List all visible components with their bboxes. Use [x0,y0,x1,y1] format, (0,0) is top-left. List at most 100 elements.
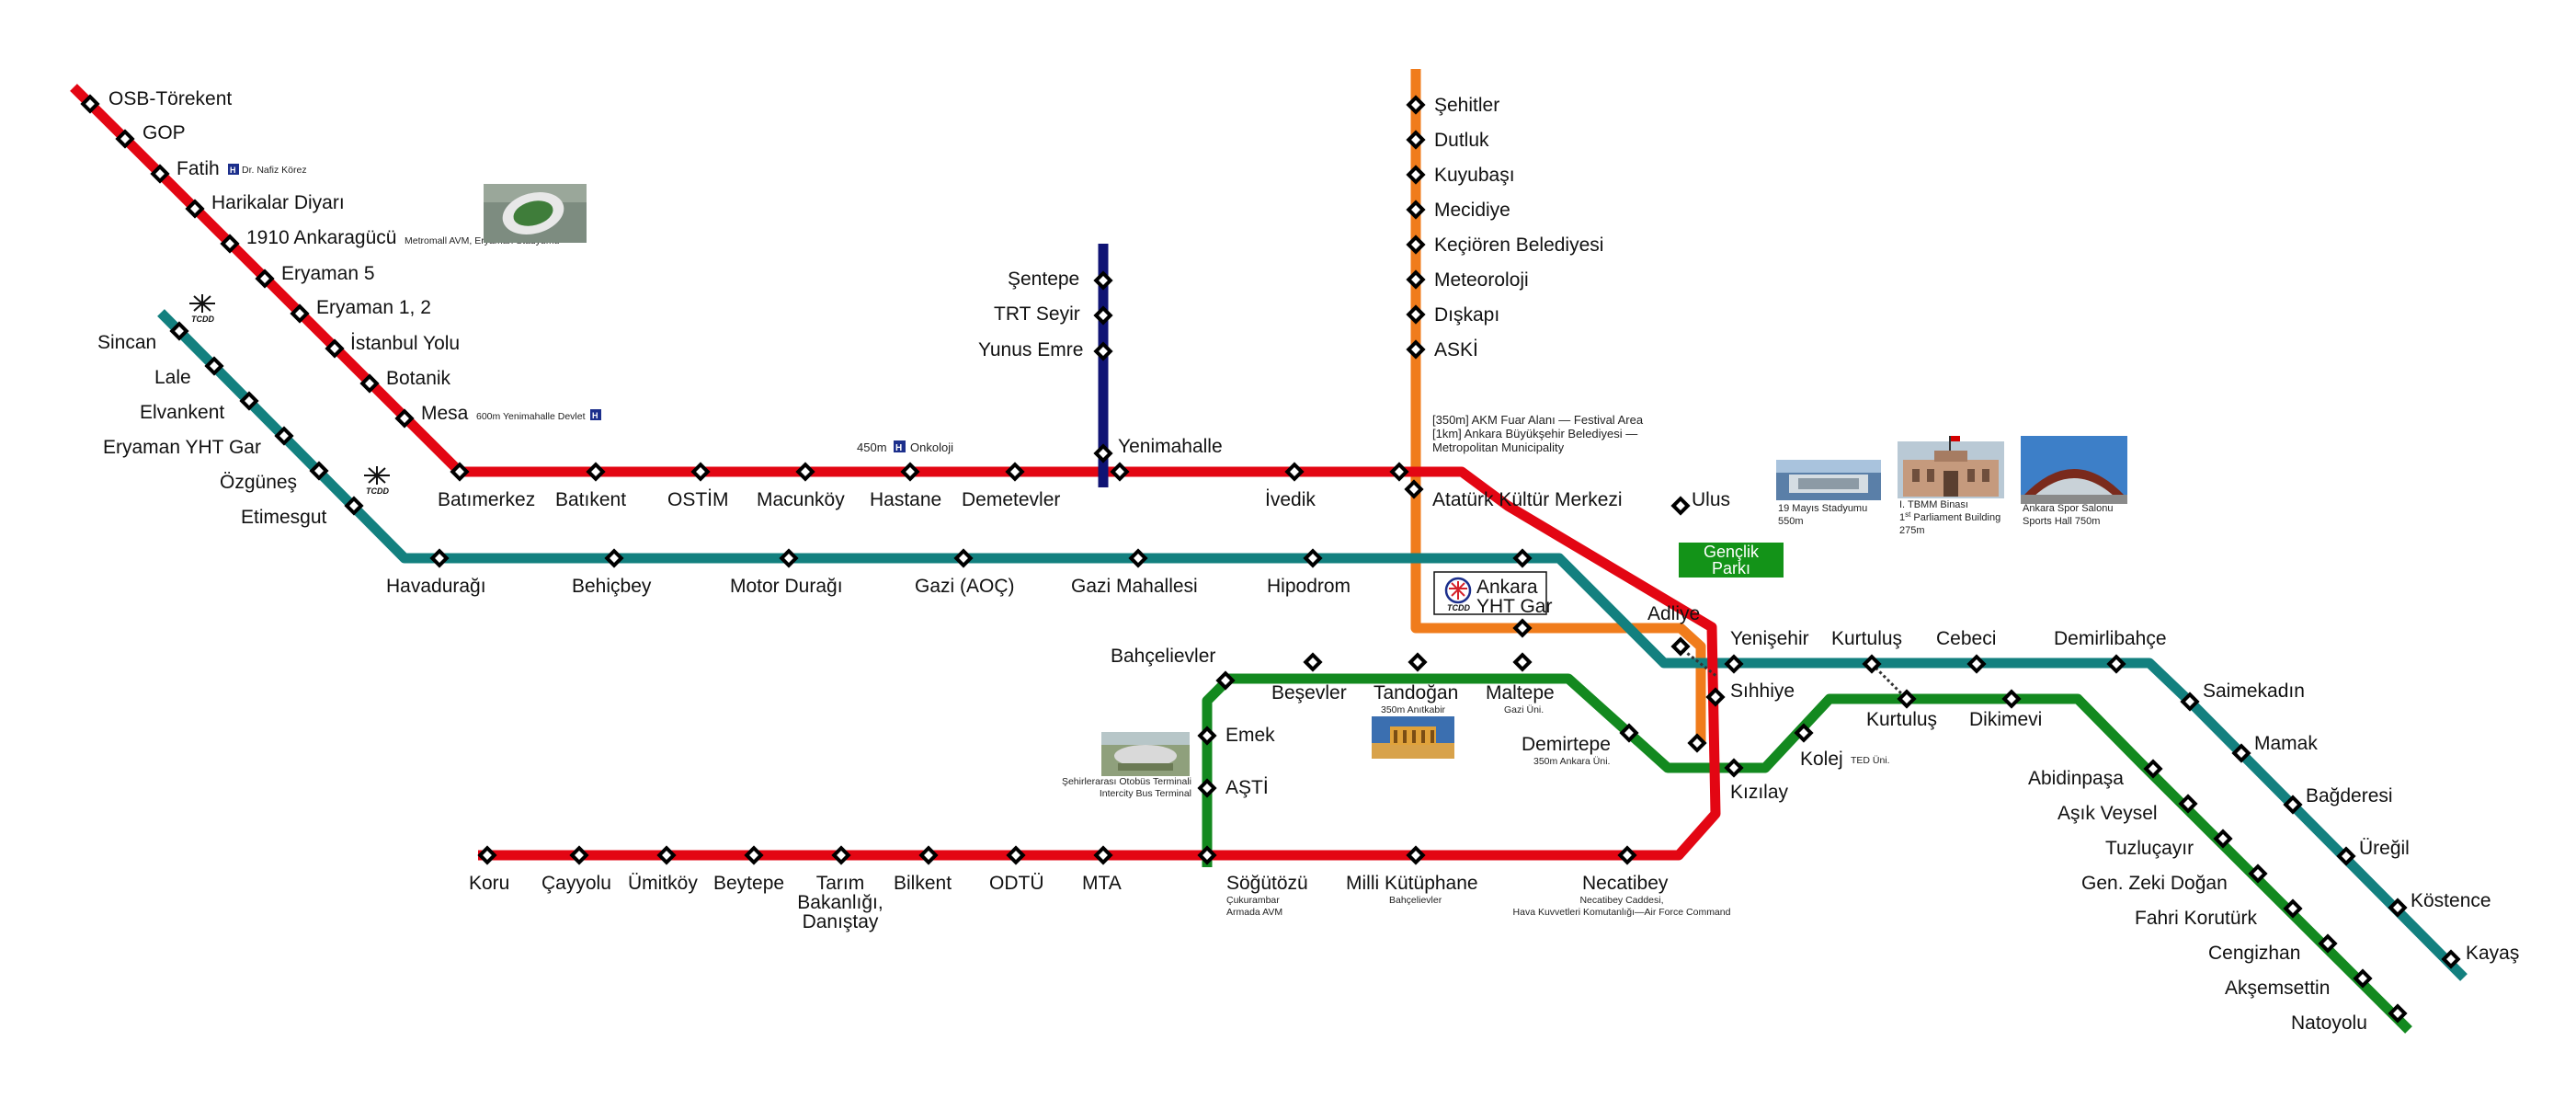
label-motor[interactable]: Motor Durağı [730,576,843,597]
label-demirtepe[interactable]: Demirtepe [1522,734,1611,755]
label-yht-1[interactable]: Ankara [1476,577,1538,598]
station-marker[interactable] [1862,654,1882,674]
label-mamak[interactable]: Mamak [2254,733,2318,754]
station-marker[interactable] [1404,479,1424,499]
label-sincan[interactable]: Sincan [97,332,156,353]
station-marker[interactable] [115,129,135,149]
station-marker[interactable] [255,269,275,289]
station-marker[interactable] [1406,234,1426,255]
label-havaduragi[interactable]: Havadurağı [386,576,486,597]
label-kuyubasi[interactable]: Kuyubaşı [1434,165,1515,186]
label-kolej[interactable]: Kolej [1800,749,1843,770]
label-hastane[interactable]: Hastane [870,489,941,510]
station-marker[interactable] [2180,692,2200,712]
station-marker[interactable] [1705,687,1726,707]
station-marker[interactable] [477,845,497,865]
label-besevler[interactable]: Beşevler [1271,682,1347,703]
label-demetevler[interactable]: Demetevler [962,489,1060,510]
station-marker[interactable] [1406,304,1426,325]
station-marker[interactable] [1303,548,1323,568]
label-sentepe[interactable]: Şentepe [1008,269,1079,290]
label-yht-2[interactable]: YHT Gar [1476,596,1552,617]
station-marker[interactable] [1512,652,1533,672]
label-batimerkez[interactable]: Batımerkez [438,489,535,510]
label-yenisehir[interactable]: Yenişehir [1730,628,1809,649]
station-marker[interactable] [1110,462,1130,482]
label-zeki[interactable]: Gen. Zeki Doğan [2081,873,2228,894]
station-marker[interactable] [586,462,606,482]
label-gazi-mah[interactable]: Gazi Mahallesi [1071,576,1198,597]
label-tuzlucayir[interactable]: Tuzluçayır [2105,838,2194,859]
label-behicbey[interactable]: Behiçbey [572,576,652,597]
label-aski[interactable]: ASKİ [1434,339,1478,360]
station-marker[interactable] [1005,462,1025,482]
label-osb[interactable]: OSB-Törekent [108,88,232,109]
station-marker[interactable] [1128,548,1148,568]
station-marker[interactable] [1897,689,1917,709]
station-marker[interactable] [690,462,711,482]
station-marker[interactable] [169,321,189,341]
station-marker[interactable] [1617,845,1637,865]
label-kostence[interactable]: Köstence [2411,890,2491,911]
label-cengizhan[interactable]: Cengizhan [2208,943,2300,964]
station-marker[interactable] [2283,898,2303,919]
label-tandogan[interactable]: Tandoğan [1373,682,1458,703]
station-marker[interactable] [290,303,310,324]
station-marker[interactable] [2143,759,2163,779]
station-marker[interactable] [2001,689,2022,709]
station-marker[interactable] [1215,670,1236,691]
label-beytepe[interactable]: Beytepe [713,873,784,894]
label-macunkoy[interactable]: Macunköy [757,489,845,510]
station-marker[interactable] [2213,829,2233,849]
station-marker[interactable] [220,234,240,254]
label-kizilay[interactable]: Kızılay [1730,782,1789,803]
station-marker[interactable] [1724,758,1744,778]
station-marker[interactable] [185,199,205,219]
station-marker[interactable] [953,548,974,568]
label-mesa[interactable]: Mesa [421,403,469,424]
label-diskapi[interactable]: Dışkapı [1434,304,1499,326]
label-milli[interactable]: Milli Kütüphane [1346,873,1478,894]
station-marker[interactable] [2388,898,2408,918]
station-marker[interactable] [325,338,345,359]
label-etimesgut[interactable]: Etimesgut [241,507,327,528]
station-marker[interactable] [309,461,329,481]
station-marker[interactable] [1406,165,1426,185]
label-botanik[interactable]: Botanik [386,368,451,389]
station-marker[interactable] [1093,305,1113,326]
label-saimekadin[interactable]: Saimekadın [2203,681,2305,702]
label-fahri[interactable]: Fahri Korutürk [2135,908,2258,929]
station-marker[interactable] [2336,846,2356,866]
label-asik[interactable]: Aşık Veysel [2057,803,2158,824]
label-uregil[interactable]: Üreğil [2359,838,2410,859]
station-marker[interactable] [1512,618,1533,638]
station-marker[interactable] [656,845,677,865]
label-sehitler[interactable]: Şehitler [1434,95,1499,116]
station-marker[interactable] [1389,462,1409,482]
label-mecidiye[interactable]: Mecidiye [1434,200,1510,221]
label-emek[interactable]: Emek [1225,725,1275,746]
label-koru[interactable]: Koru [469,873,509,894]
label-batikent[interactable]: Batıkent [555,489,626,510]
label-yenimahalle[interactable]: Yenimahalle [1118,436,1223,457]
station-marker[interactable] [2178,794,2198,814]
label-aksemsettin[interactable]: Akşemsettin [2225,978,2330,999]
station-marker[interactable] [1619,723,1639,743]
station-marker[interactable] [1006,845,1026,865]
label-odtu[interactable]: ODTÜ [989,873,1044,894]
station-marker[interactable] [744,845,764,865]
label-ivedik[interactable]: İvedik [1265,489,1316,510]
station-marker[interactable] [394,408,415,429]
station-marker[interactable] [1093,443,1113,463]
label-genclik-2[interactable]: Parkı [1712,559,1750,578]
station-marker[interactable] [779,548,799,568]
label-dutluk[interactable]: Dutluk [1434,130,1489,151]
label-eryaman12[interactable]: Eryaman 1, 2 [316,297,431,318]
label-gop[interactable]: GOP [142,122,186,143]
label-kurtulus-g[interactable]: Kurtuluş [1866,709,1937,730]
label-natoyolu[interactable]: Natoyolu [2291,1012,2367,1034]
label-meteoroloji[interactable]: Meteoroloji [1434,269,1529,291]
station-marker[interactable] [2353,968,2373,989]
station-marker[interactable] [1406,95,1426,115]
station-marker[interactable] [1724,654,1744,674]
